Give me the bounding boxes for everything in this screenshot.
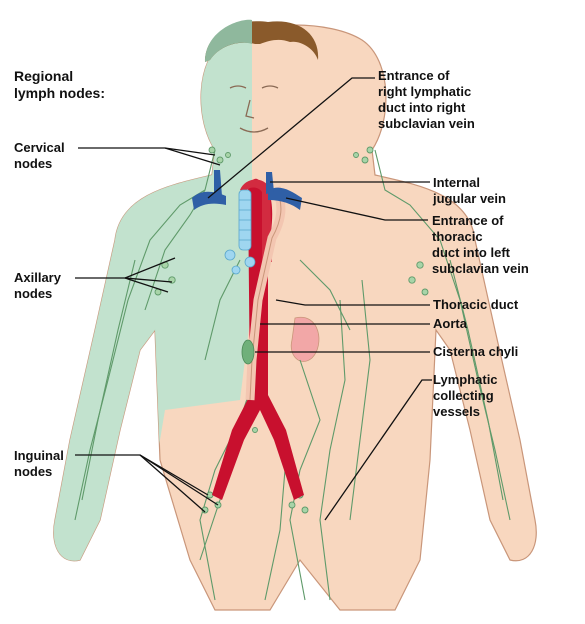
label-internal-jugular-vein: Internal jugular vein: [433, 175, 506, 206]
trachea: [224, 189, 256, 275]
hair-green: [205, 19, 252, 62]
label-aorta: Aorta: [433, 316, 467, 331]
label-right-lymphatic-duct-entrance: Entrance of right lymphatic duct into ri…: [378, 68, 475, 131]
label-thoracic-duct-entrance: Entrance of thoracic duct into left subc…: [432, 213, 529, 276]
label-inguinal-nodes: Inguinal nodes: [14, 448, 64, 479]
aortic-arch: [240, 179, 272, 262]
label-cervical-nodes: Cervical nodes: [14, 140, 65, 171]
label-cisterna-chyli: Cisterna chyli: [433, 344, 519, 359]
regional-lymph-nodes-heading: Regional lymph nodes:: [14, 68, 106, 101]
leader-lines: [75, 77, 432, 521]
left-subclavian-vein: [268, 187, 302, 210]
label-axillary-nodes: Axillary nodes: [14, 270, 61, 301]
left-jugular-vein: [266, 172, 274, 194]
lymph-vessel-network: [74, 149, 511, 601]
label-thoracic-duct: Thoracic duct: [433, 297, 519, 312]
veins: [192, 170, 302, 210]
face-features: [229, 85, 279, 133]
organ: [290, 316, 320, 362]
label-lymphatic-collecting-vessels: Lymphatic collecting vessels: [433, 372, 498, 419]
cisterna-chyli: [241, 339, 255, 365]
